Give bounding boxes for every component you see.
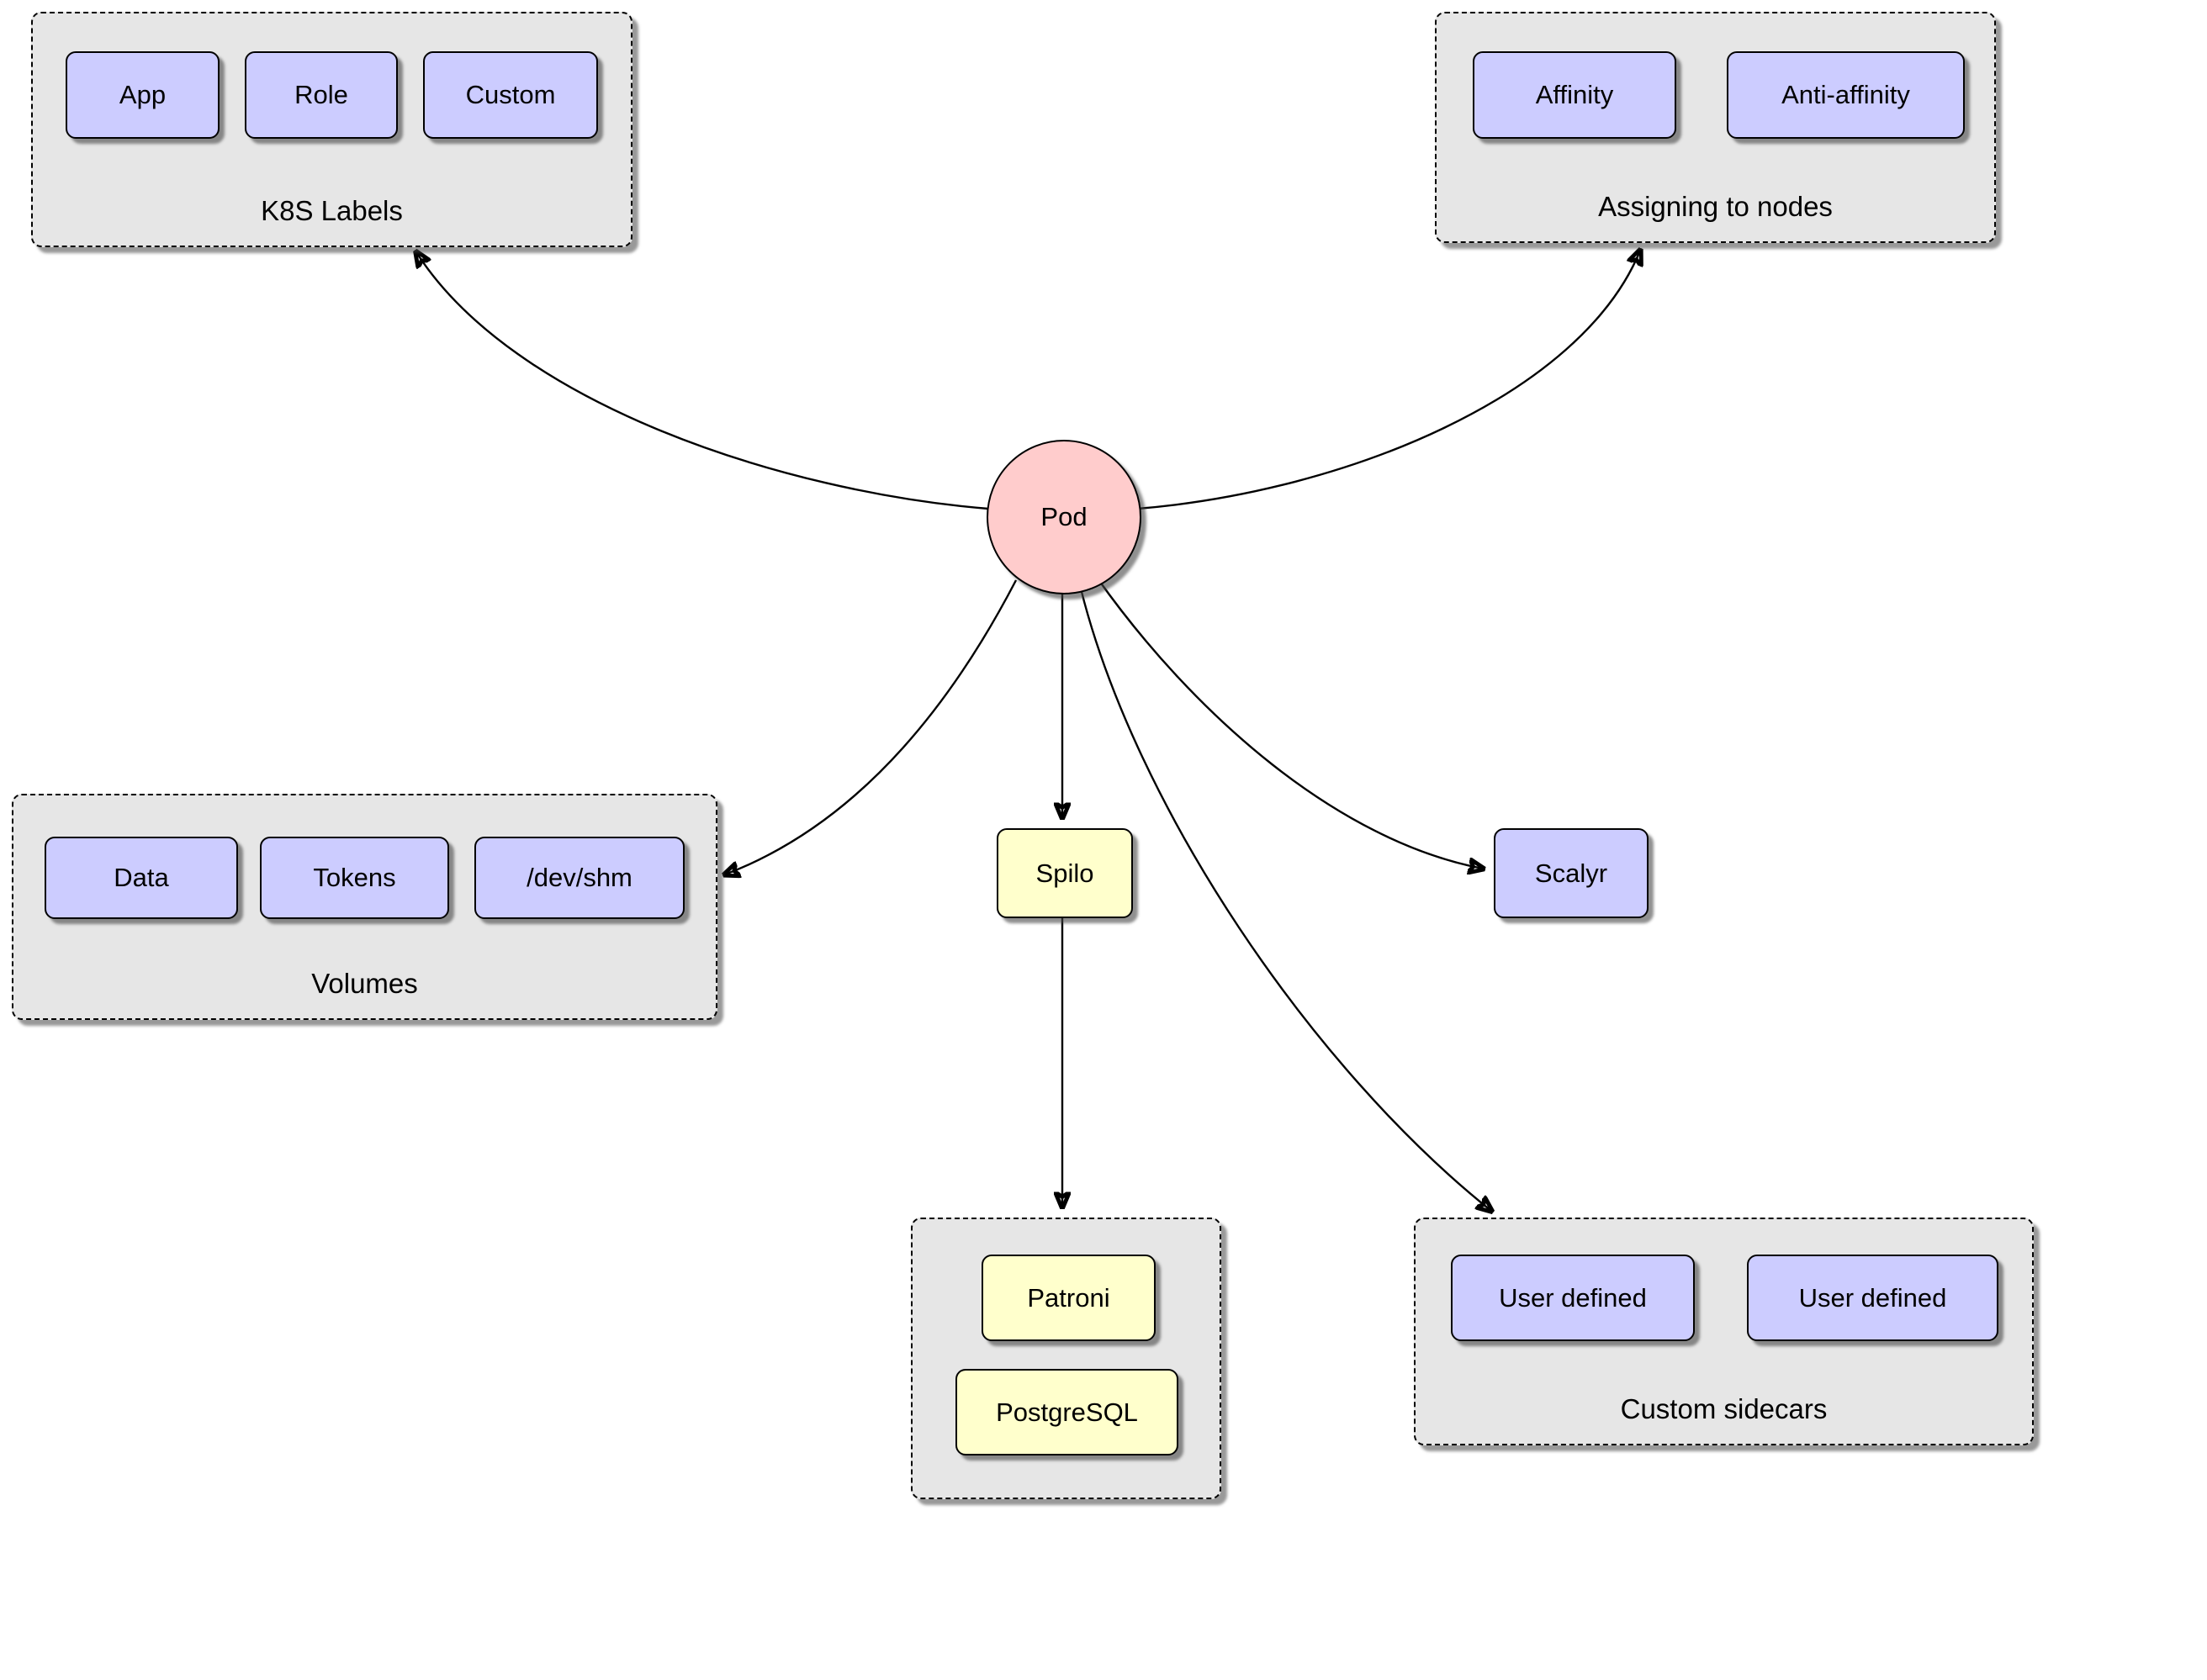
edge-pod-to-volumes [725,579,1018,874]
node-dev-shm: /dev/shm [474,837,685,919]
node-user-defined-1: User defined [1451,1255,1695,1341]
edge-pod-to-k8s-labels [416,252,989,510]
node-app: App [66,51,220,139]
node-anti-affinity: Anti-affinity [1727,51,1965,139]
group-spilo-stack: Patroni PostgreSQL [911,1218,1221,1499]
group-title-volumes: Volumes [311,968,418,999]
node-custom: Custom [423,51,598,139]
node-data: Data [45,837,238,919]
group-custom-sidecars: User defined User defined Custom sidecar… [1414,1218,2034,1445]
node-pod: Pod [987,440,1141,594]
node-user-defined-2: User defined [1747,1255,1998,1341]
group-title-k8s-labels: K8S Labels [261,195,403,226]
group-title-custom-sidecars: Custom sidecars [1620,1393,1828,1424]
group-k8s-labels: App Role Custom K8S Labels [31,12,632,247]
node-scalyr: Scalyr [1494,828,1649,918]
node-spilo: Spilo [997,828,1133,918]
edge-pod-to-scalyr [1097,578,1483,869]
group-title-assigning-to-nodes: Assigning to nodes [1598,191,1833,222]
node-postgresql: PostgreSQL [955,1369,1178,1455]
edge-pod-to-assigning-nodes [1136,251,1640,510]
group-assigning-to-nodes: Affinity Anti-affinity Assigning to node… [1435,12,1996,243]
node-tokens: Tokens [260,837,449,919]
edge-pod-to-custom-sidecars [1079,588,1491,1211]
group-volumes: Data Tokens /dev/shm Volumes [12,794,717,1020]
node-patroni: Patroni [982,1255,1156,1341]
node-role: Role [245,51,398,139]
node-affinity: Affinity [1473,51,1676,139]
